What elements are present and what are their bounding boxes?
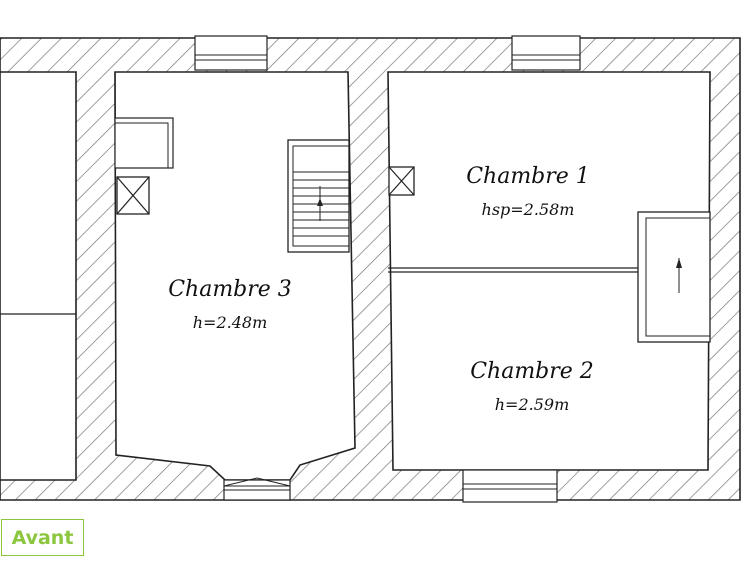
- duct-chambre-1: [388, 166, 415, 196]
- room-name-chambre-2: Chambre 2: [470, 359, 594, 384]
- room-name-chambre-1: Chambre 1: [466, 164, 590, 189]
- room-height-chambre-2: h=2.59m: [495, 395, 570, 414]
- duct-chambre-3: [116, 176, 150, 215]
- room-name-chambre-3: Chambre 3: [168, 277, 292, 302]
- door-bottom-chambre-3: [223, 477, 291, 501]
- window-top-chambre-3: [194, 35, 268, 71]
- orientation-label: Avant: [1, 519, 84, 556]
- cupboard-chambre-3: [114, 72, 174, 169]
- wardrobe: [637, 211, 711, 343]
- room-height-chambre-3: h=2.48m: [193, 313, 268, 332]
- staircase: [287, 139, 350, 253]
- wall-mass: [0, 37, 741, 501]
- window-top-chambre-1: [511, 35, 581, 71]
- room-height-chambre-1: hsp=2.58m: [482, 200, 575, 219]
- partition-chambre-1-2: [388, 267, 638, 273]
- window-bottom-chambre-2: [462, 469, 558, 503]
